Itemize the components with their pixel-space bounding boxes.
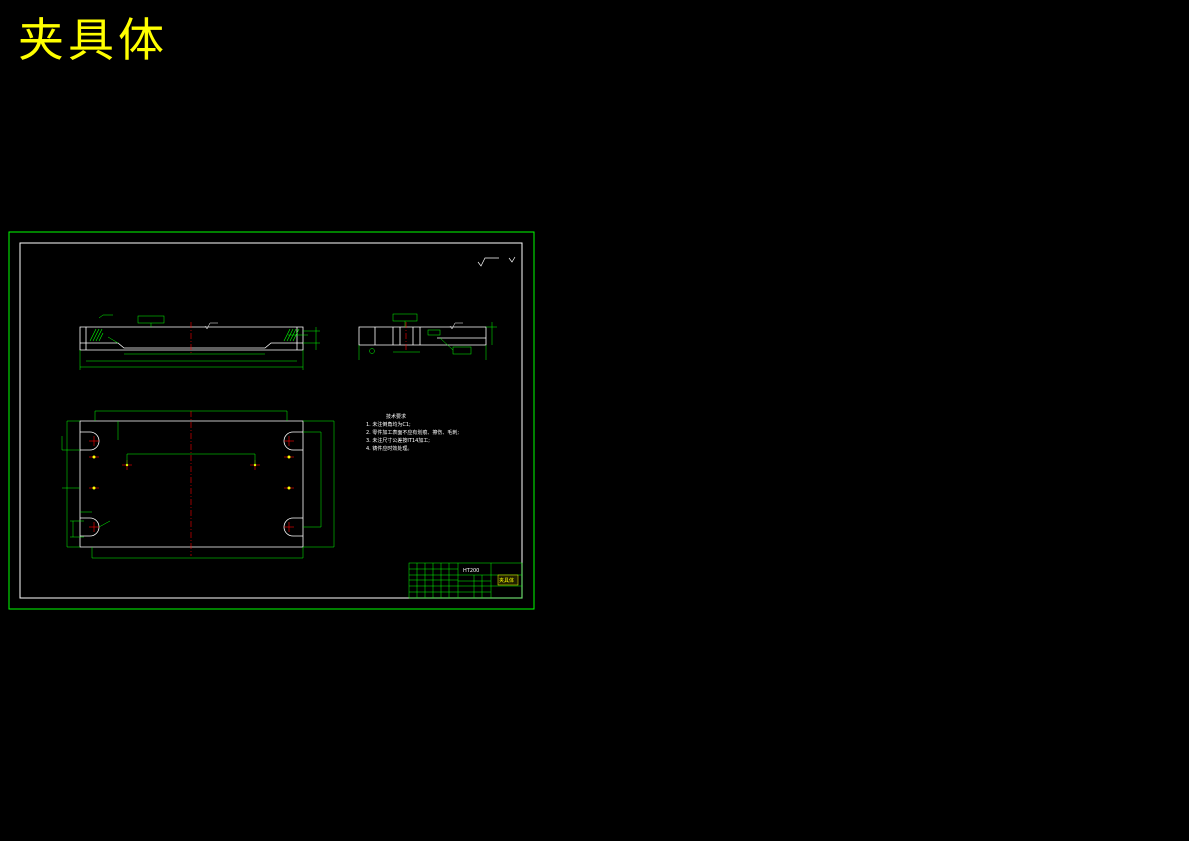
inner-frame [19, 242, 523, 599]
title-block-part-name: 夹具体 [499, 578, 515, 584]
tech-requirement-3: 3. 未注尺寸公差按IT14加工; [366, 438, 430, 444]
drawing-title: 夹具体 [18, 13, 168, 67]
title-block [408, 562, 523, 599]
tech-requirements: 技术要求 1. 未注倒角均为C1; 2. 零件加工表面不应有划痕、擦伤、毛刺; … [366, 413, 459, 453]
outer-frame [8, 231, 535, 610]
tech-requirement-2: 2. 零件加工表面不应有划痕、擦伤、毛刺; [366, 430, 460, 436]
roughness-symbol [477, 256, 516, 267]
tech-requirement-4: 4. 铸件应时效处理。 [366, 446, 413, 452]
top-view [61, 410, 335, 559]
front-left-hole-hatch [89, 328, 104, 342]
front-view [79, 314, 320, 370]
tech-requirement-1: 1. 未注倒角均为C1; [366, 422, 411, 428]
title-block-material: HT200 [463, 568, 480, 574]
tech-requirements-heading: 技术要求 [386, 414, 407, 420]
side-view [358, 313, 497, 360]
